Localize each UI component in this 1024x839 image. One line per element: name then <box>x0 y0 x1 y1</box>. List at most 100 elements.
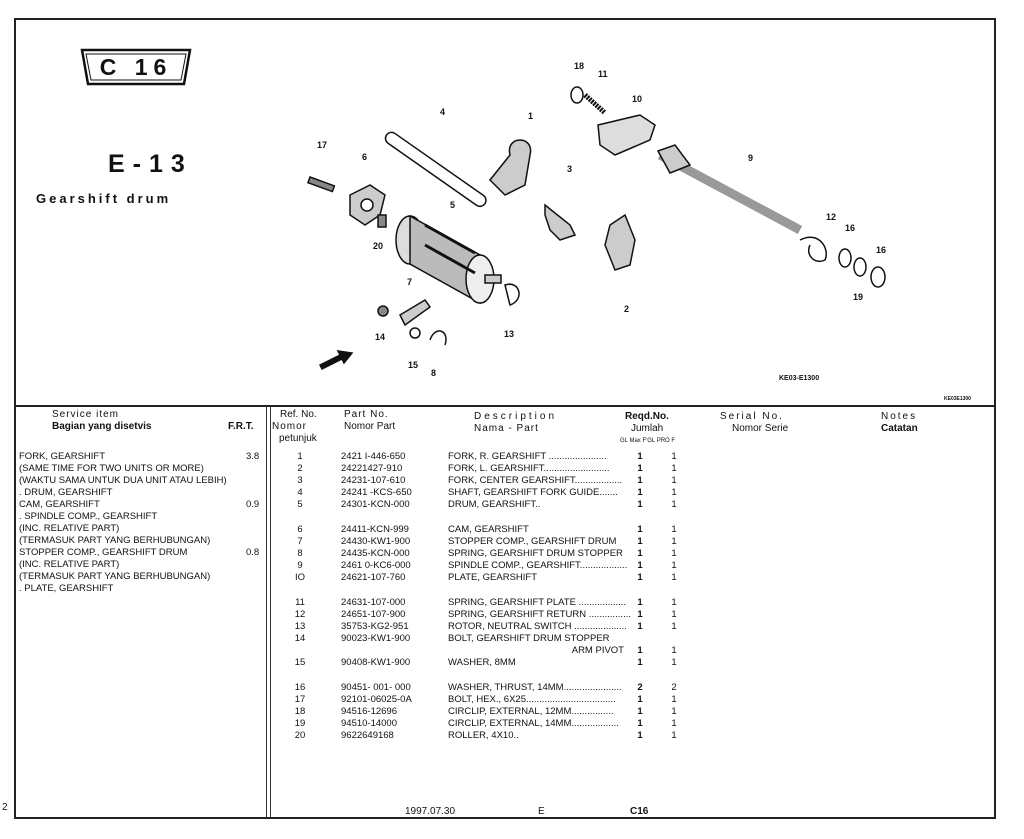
ref-cell: 8 <box>297 548 303 559</box>
circlip-14 <box>853 257 867 277</box>
part-number-cell: 24231-107-610 <box>341 475 406 486</box>
section-title: Gearshift drum <box>36 191 172 206</box>
exploded-diagram: 18 11 10 4 1 17 6 9 3 5 12 16 20 7 14 13… <box>306 61 886 378</box>
service-line: . PLATE, GEARSHIFT <box>19 583 114 594</box>
description-cell: WASHER, 8MM <box>448 657 516 668</box>
guide-shaft <box>384 131 487 208</box>
qty-cell: 1 <box>671 536 677 547</box>
part-number-cell: 24621-107-760 <box>341 572 406 583</box>
fork-right <box>488 139 532 196</box>
neutral-rotor <box>504 283 520 306</box>
service-line: (TERMASUK PART YANG BERHUBUNGAN) <box>19 535 211 546</box>
description-cell: BOLT, HEX., 6X25........................… <box>448 694 616 705</box>
qty-cell: 1 <box>637 694 643 705</box>
callout-4: 4 <box>440 107 445 117</box>
part-number-cell: 24651-107-900 <box>341 609 406 620</box>
header-serial-no-id: Nomor Serie <box>732 423 789 434</box>
callout-16a: 16 <box>845 223 855 233</box>
description-cell: CAM, GEARSHIFT <box>448 524 529 535</box>
service-line: (SAME TIME FOR TWO UNITS OR MORE) <box>19 463 204 474</box>
service-frt: 0.9 <box>246 499 260 510</box>
qty-cell: 1 <box>637 572 643 583</box>
qty-cell: 1 <box>671 621 677 632</box>
header-notes-id: Catatan <box>881 423 918 434</box>
callout-10: 10 <box>632 94 642 104</box>
plate-spring <box>583 93 607 115</box>
washer-thrust-a <box>838 248 852 268</box>
ref-cell: 18 <box>294 706 306 717</box>
badge-label: C 16 <box>99 53 173 80</box>
description-cell: SHAFT, GEARSHIFT FORK GUIDE....... <box>448 487 618 498</box>
header-part-no-id: Nomor Part <box>344 421 396 432</box>
gearshift-drum <box>395 214 502 305</box>
qty-cell: 1 <box>671 463 677 474</box>
pivot-bolt <box>377 305 389 317</box>
header-ref-no-id2: petunjuk <box>279 433 317 444</box>
qty-cell: 1 <box>637 536 643 547</box>
header-ref-no-id: Nomor <box>272 421 308 432</box>
description-cell: BOLT, GEARSHIFT DRUM STOPPER <box>448 633 610 644</box>
header-serial-no: Serial No. <box>720 411 784 422</box>
qty-cell: 1 <box>671 730 677 741</box>
part-number-cell: 90408-KW1-900 <box>341 657 411 668</box>
callout-18: 18 <box>574 61 584 71</box>
service-line: CAM, GEARSHIFT <box>19 499 100 510</box>
callout-7: 7 <box>407 277 412 287</box>
badge-frame <box>80 48 192 86</box>
diagram-code-small: KE03E1300 <box>944 396 971 402</box>
description-cell: CIRCLIP, EXTERNAL, 12MM................ <box>448 706 614 717</box>
qty-cell: 1 <box>637 730 643 741</box>
qty-cell: 1 <box>671 451 677 462</box>
description-cell: FORK, CENTER GEARSHIFT.................. <box>448 475 623 486</box>
header-frt: F.R.T. <box>228 421 254 432</box>
callout-14: 14 <box>375 332 385 342</box>
qty-cell: 2 <box>637 682 643 693</box>
footer-date: 1997.07.30 <box>405 806 456 817</box>
qty-cell: 1 <box>671 645 677 656</box>
ref-cell: 1 <box>297 451 303 462</box>
qty-cell: 1 <box>671 657 677 668</box>
fork-center <box>544 203 577 241</box>
diagram-code: KE03-E1300 <box>779 375 820 382</box>
service-line: (WAKTU SAMA UNTUK DUA UNIT ATAU LEBIH) <box>19 475 227 486</box>
qty-cell: 1 <box>671 499 677 510</box>
part-number-cell: 9622649168 <box>341 730 394 741</box>
part-number-cell: 90023-KW1-900 <box>341 633 411 644</box>
service-line: STOPPER COMP., GEARSHIFT DRUM <box>19 547 188 558</box>
washer-thrust-b <box>870 266 886 288</box>
qty-cell: 1 <box>637 475 643 486</box>
description-cell: SPRING, GEARSHIFT DRUM STOPPER <box>448 548 623 559</box>
ref-cell: 20 <box>294 730 306 741</box>
description-cell: STOPPER COMP., GEARSHIFT DRUM <box>448 536 617 547</box>
part-number-cell: 94510-14000 <box>341 718 397 729</box>
qty-cell: 1 <box>671 609 677 620</box>
qty-cell: 1 <box>637 609 643 620</box>
ref-cell: 9 <box>297 560 303 571</box>
return-spring <box>799 236 827 262</box>
qty-cell: 1 <box>637 560 643 571</box>
service-line: . SPINDLE COMP., GEARSHIFT <box>19 511 158 522</box>
roller <box>377 214 387 228</box>
ref-cell: 11 <box>295 597 305 608</box>
qty-cell: 1 <box>671 597 677 608</box>
header-reqd-no: Reqd.No. <box>625 411 669 422</box>
qty-cell: 1 <box>637 487 643 498</box>
ref-cell: 2 <box>297 463 303 474</box>
callout-1: 1 <box>528 111 533 121</box>
callout-11: 11 <box>598 69 608 79</box>
header-reqd-sub: GL Max F'GL PRO F <box>620 438 676 444</box>
callout-6: 6 <box>362 152 367 162</box>
qty-cell: 1 <box>671 694 677 705</box>
service-frt: 3.8 <box>246 451 260 462</box>
washer-8 <box>409 327 421 339</box>
header-service-item: Service item <box>52 409 120 420</box>
circlip-12 <box>570 86 584 104</box>
callout-9: 9 <box>748 153 753 163</box>
header-reqd-no-id: Jumlah <box>631 423 664 434</box>
header-ref-no: Ref. No. <box>280 409 317 420</box>
fork-left <box>604 213 636 271</box>
ref-cell: IO <box>294 572 306 583</box>
description-cell: SPRING, GEARSHIFT PLATE ................… <box>448 597 627 608</box>
part-number-cell: 24430-KW1-900 <box>341 536 411 547</box>
qty-cell: 1 <box>637 718 643 729</box>
